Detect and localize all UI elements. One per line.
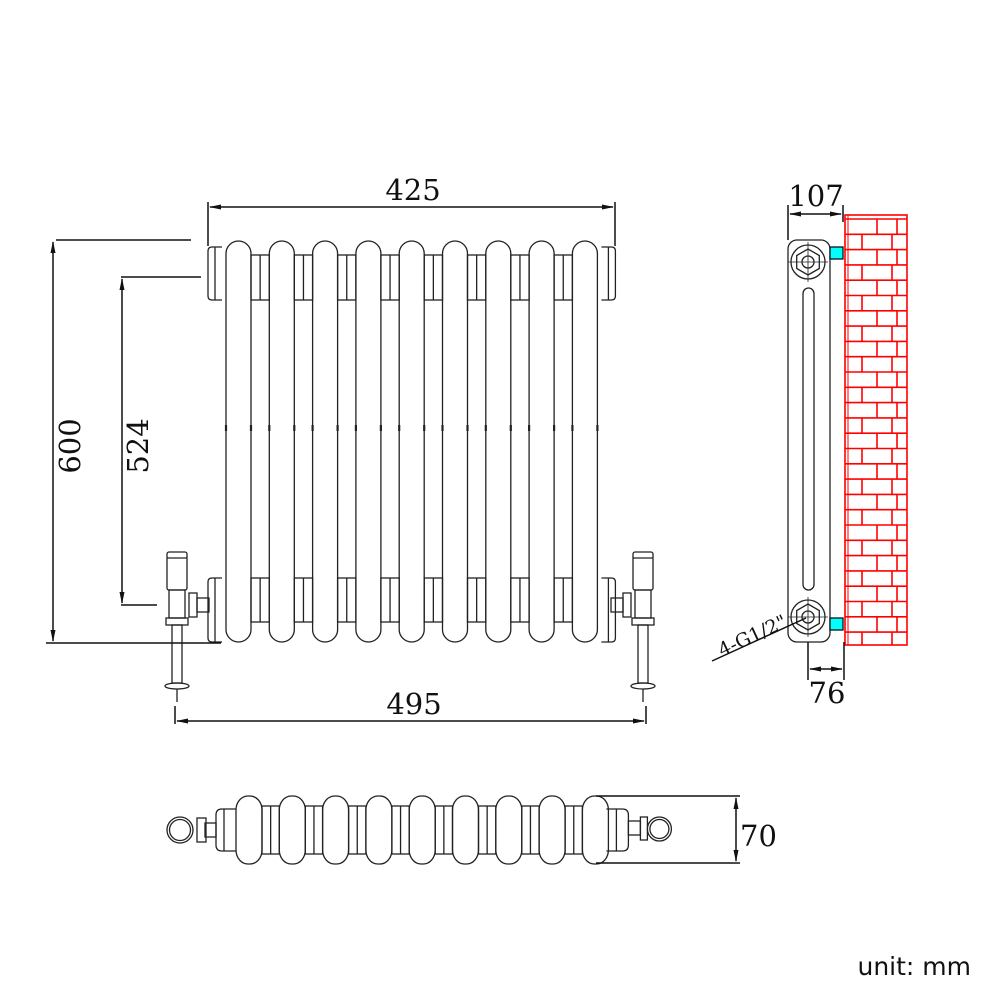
top-view [166, 795, 673, 865]
front-view [164, 240, 656, 702]
radiator-column [398, 240, 425, 643]
dim-overall-height [46, 239, 221, 644]
column-top [321, 795, 350, 865]
radiator-column [441, 240, 469, 643]
column-top [581, 795, 610, 865]
dim-pipe-centres [119, 276, 201, 606]
wall-bracket [829, 617, 844, 631]
dim-pipe-to-wall [807, 642, 845, 680]
radiator-column [268, 240, 295, 643]
union-nut [639, 816, 649, 841]
end-cap [215, 808, 236, 852]
column-top [408, 795, 436, 865]
end-cap [207, 577, 222, 643]
valve-nut [165, 617, 189, 626]
union [627, 820, 642, 836]
radiator-column [485, 240, 512, 643]
column-top [278, 795, 306, 865]
dim-depth-label: 107 [788, 179, 843, 213]
valve-nut [631, 617, 655, 626]
column-top [538, 795, 566, 865]
valve-head-top [166, 816, 194, 844]
union-nut [196, 817, 207, 843]
connection-label: 4-G1/2" [715, 611, 790, 662]
column-top [235, 795, 263, 865]
valve-head-top-inner [168, 818, 192, 842]
radiator-column [528, 240, 555, 643]
valve-head-top-inner [649, 818, 670, 840]
column-top [451, 795, 480, 865]
connection-leader-line [711, 617, 807, 662]
valve-union [196, 597, 210, 613]
radiator-column [311, 240, 339, 643]
end-cap [606, 808, 630, 852]
dim-overall-height-label: 600 [53, 418, 87, 473]
valve-head-top [646, 816, 673, 842]
valve-union [610, 597, 624, 613]
column-top [365, 795, 393, 865]
radiator-column [225, 240, 252, 643]
valve-escutcheon [164, 682, 190, 690]
side-slot [802, 287, 815, 591]
valve-tail-pipe [171, 624, 183, 684]
dim-column-depth-label: 70 [740, 819, 777, 853]
valve-tail-pipe [637, 624, 649, 684]
dim-valve-width-label: 495 [386, 687, 441, 721]
wall-outline [844, 214, 908, 646]
dim-column-depth [596, 795, 740, 864]
union [204, 822, 217, 838]
dim-pipe-centres-label: 524 [121, 418, 155, 473]
dim-pipe-to-wall-label: 76 [809, 676, 846, 710]
side-profile [787, 239, 831, 643]
end-cap [601, 577, 617, 643]
dim-valve-width [174, 706, 647, 724]
end-cap [207, 246, 222, 301]
unit-label: unit: mm [857, 952, 971, 981]
valve-union-nut [622, 592, 632, 618]
dim-overall-width [207, 202, 616, 246]
brick-wall [844, 214, 908, 646]
column-top [495, 795, 523, 865]
wall-bracket [829, 246, 844, 260]
dim-depth [787, 205, 844, 240]
valve-body [168, 589, 186, 619]
valve-union-nut [188, 592, 198, 618]
valve-escutcheon [630, 682, 656, 690]
side-view [787, 239, 844, 643]
dim-overall-width-label: 425 [385, 173, 440, 207]
valve-body [634, 589, 652, 619]
end-cap [601, 246, 617, 301]
radiator-column [355, 240, 382, 643]
radiator-column [571, 240, 599, 643]
